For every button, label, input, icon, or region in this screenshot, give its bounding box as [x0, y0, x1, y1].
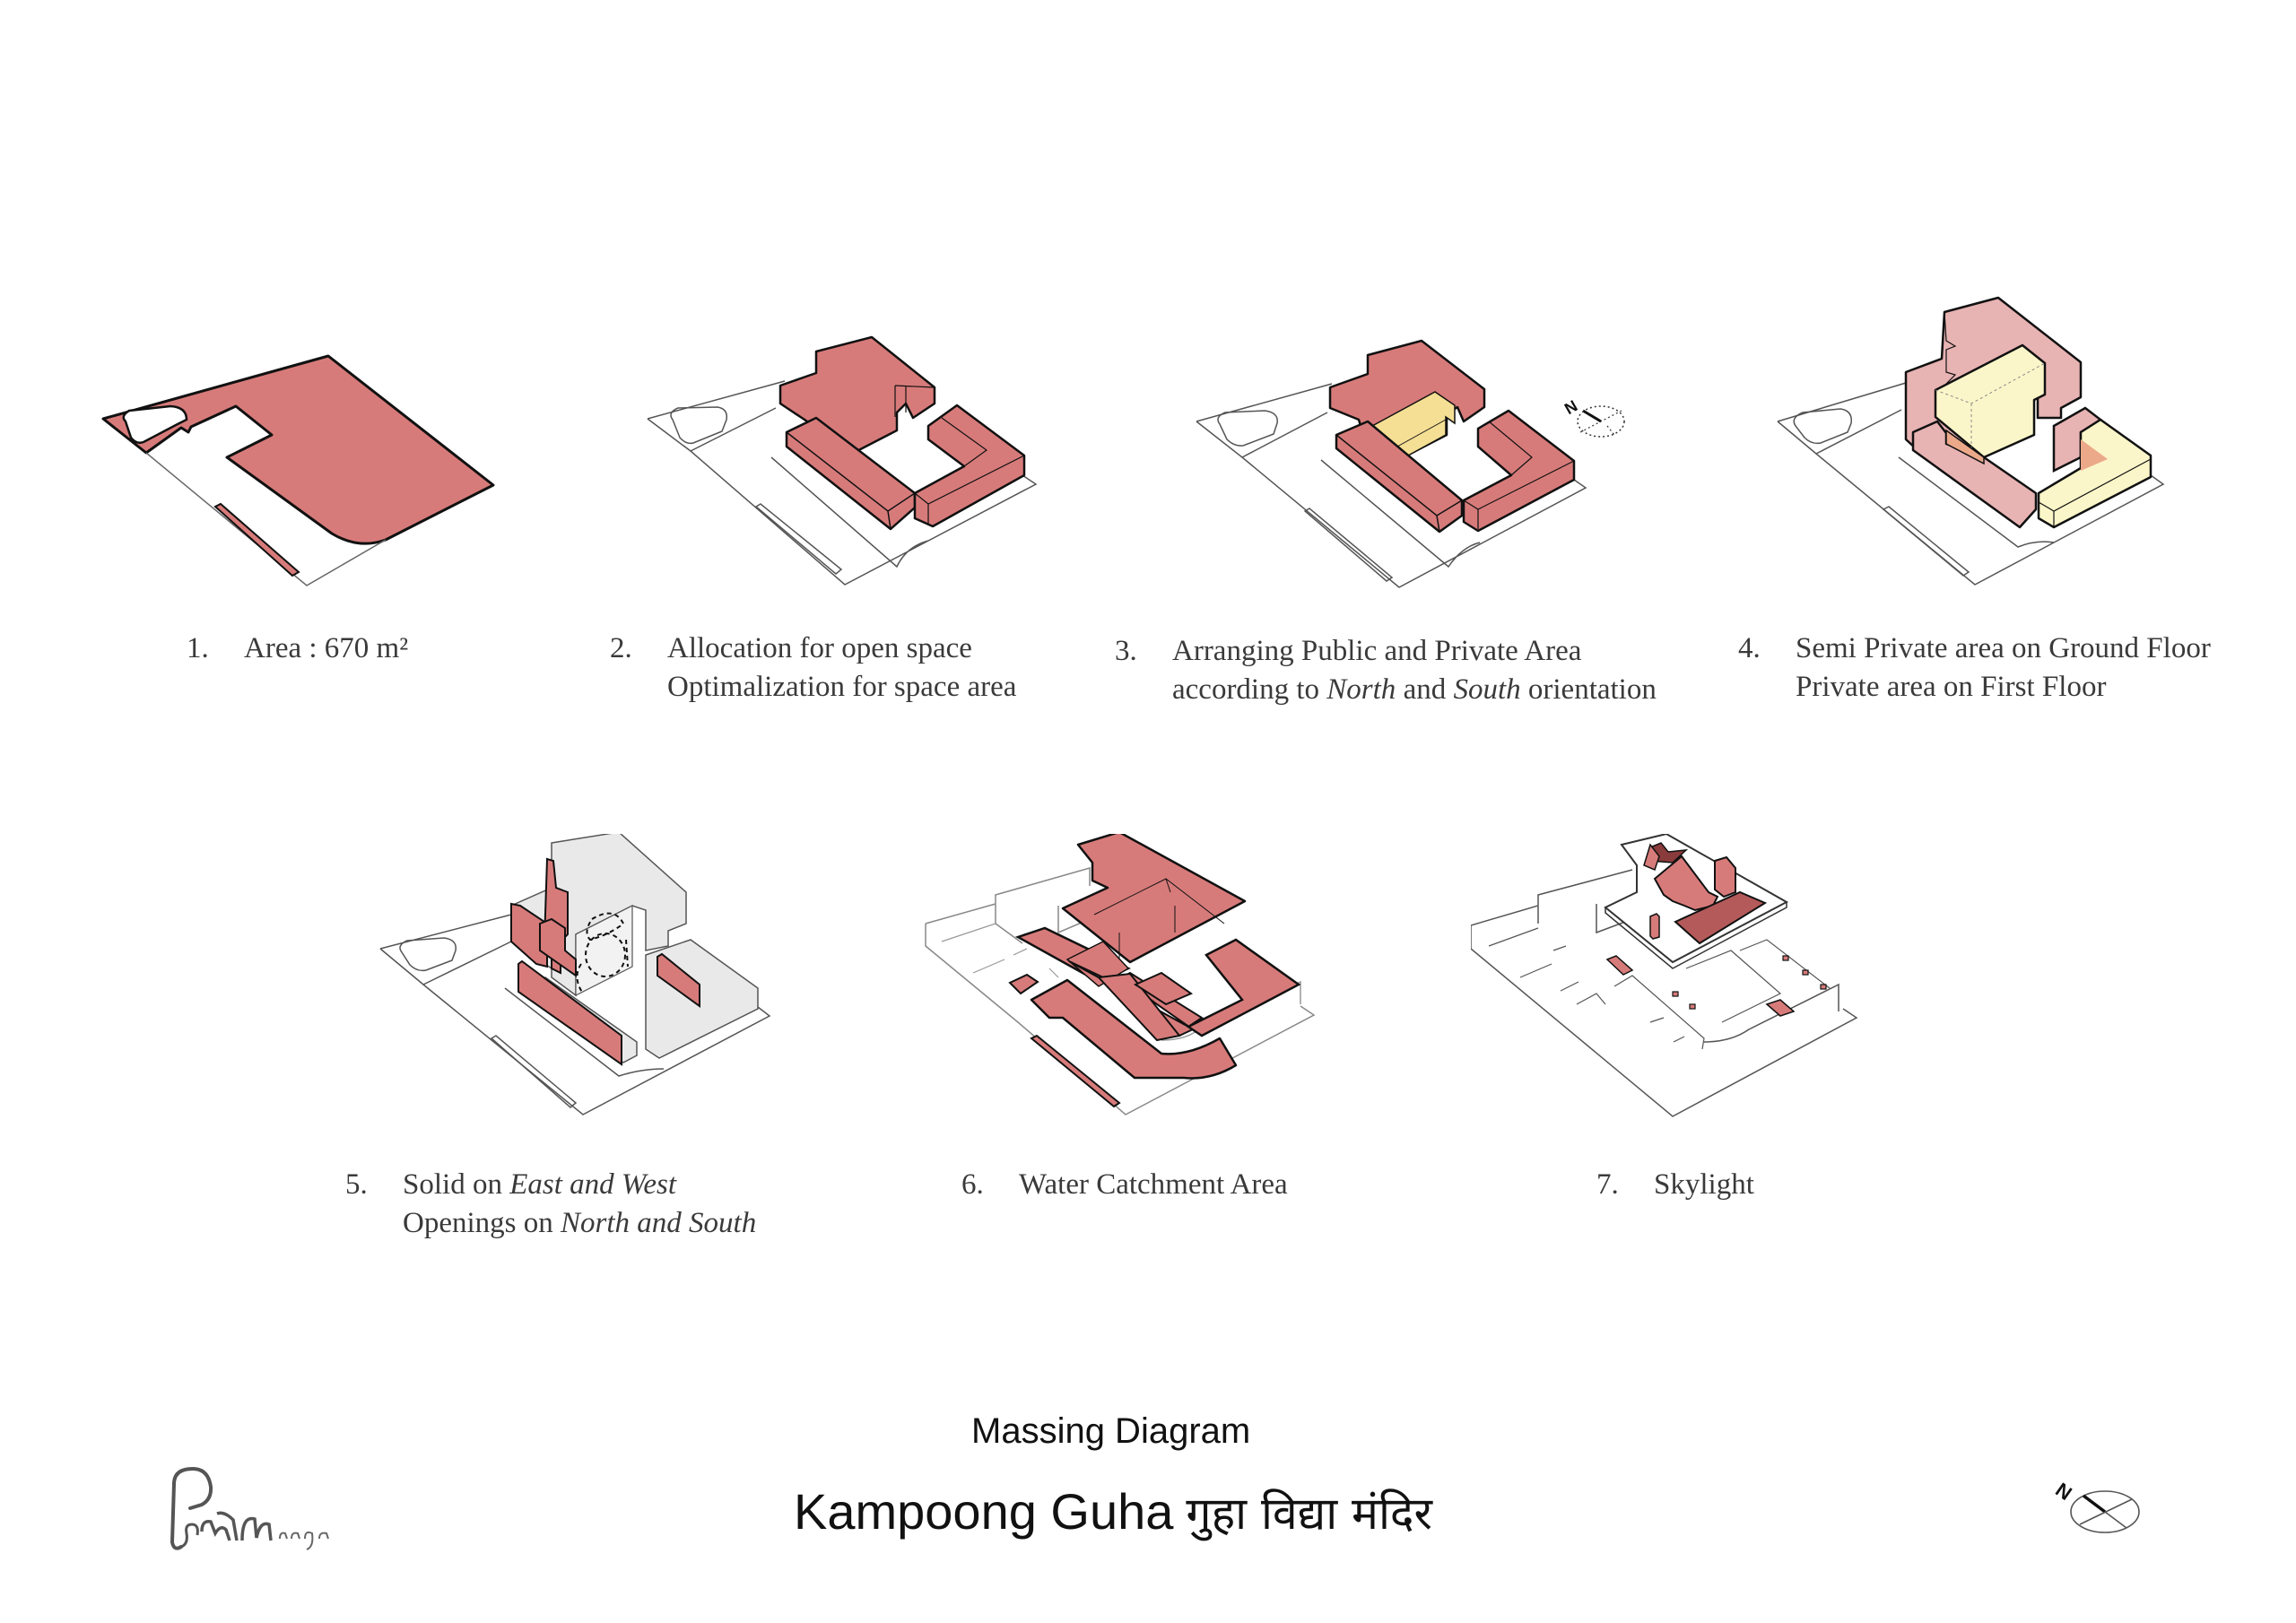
caption-7-index: 7. [1596, 1168, 1619, 1201]
caption-1-line-1: Area : 670 m² [244, 632, 409, 664]
svg-text:N: N [1561, 396, 1580, 418]
diagram-6-water-catchment [924, 834, 1354, 1130]
caption-6-index: 6. [961, 1168, 984, 1201]
massing-diagram-label: Massing Diagram [971, 1411, 1251, 1451]
diagram-1-site-area [90, 341, 520, 610]
caption-1: 1. Area : 670 m² [187, 629, 456, 670]
caption-2-index: 2. [610, 632, 632, 664]
caption-2-line-1: Allocation for open space [667, 632, 972, 664]
caption-7: 7. Skylight [1596, 1166, 1866, 1206]
north-compass-icon: N [2051, 1478, 2140, 1533]
skylight-massing [1471, 834, 1858, 1117]
caption-3: 3. Arranging Public and Private Area acc… [1115, 632, 1743, 713]
north-arrow: N [2049, 1472, 2157, 1544]
caption-5-line-1: Solid on East and West [403, 1168, 676, 1201]
caption-4-line-2: Private area on First Floor [1796, 671, 2107, 703]
caption-5-index: 5. [345, 1168, 368, 1201]
caption-6-line-1: Water Catchment Area [1019, 1168, 1288, 1201]
caption-3-index: 3. [1115, 635, 1137, 667]
caption-4-line-1: Semi Private area on Ground Floor [1796, 632, 2211, 664]
caption-7-line-1: Skylight [1654, 1168, 1754, 1201]
caption-2: 2. Allocation for open space Optimalizat… [610, 629, 1058, 710]
caption-1-index: 1. [187, 632, 209, 664]
caption-4: 4. Semi Private area on Ground Floor Pri… [1738, 629, 2294, 710]
footer-subtitle: Massing Diagram [971, 1411, 1312, 1452]
studio-logo [161, 1462, 368, 1560]
project-title-devanagari: गुहा विद्या मंदिर [1186, 1488, 1432, 1540]
caption-4-index: 4. [1738, 632, 1761, 664]
diagram-5-solid-openings [377, 834, 798, 1130]
caption-3-line-1: Arranging Public and Private Area [1172, 635, 1582, 667]
diagram-2-open-space [637, 332, 1067, 610]
solid-openings-massing [379, 834, 771, 1115]
water-catchment-massing [925, 834, 1316, 1115]
site-area-plan [101, 354, 495, 586]
project-title: Kampoong Guha [794, 1483, 1174, 1540]
open-space-massing [647, 335, 1038, 586]
diagram-3-public-private: N [1193, 332, 1659, 610]
public-private-massing: N [1196, 339, 1625, 588]
diagram-4-semi-private [1776, 287, 2224, 610]
caption-6: 6. Water Catchment Area [961, 1166, 1365, 1206]
north-compass-small-icon: N [1561, 396, 1625, 438]
caption-5-line-2: Openings on North and South [403, 1207, 757, 1239]
diagram-7-skylight [1471, 834, 1883, 1121]
caption-3-line-2: according to North and South orientation [1172, 673, 1657, 706]
svg-text:N: N [2051, 1478, 2075, 1505]
caption-2-line-2: Optimalization for space area [667, 671, 1017, 703]
semi-private-massing [1777, 296, 2165, 586]
caption-5: 5. Solid on East and West Openings on No… [345, 1166, 848, 1246]
script-logo-icon [170, 1466, 329, 1550]
